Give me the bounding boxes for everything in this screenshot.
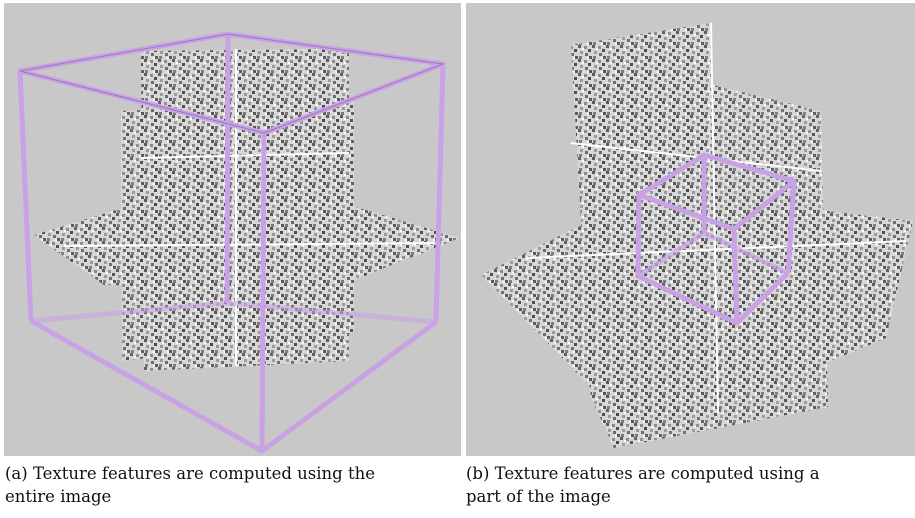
bounding-box-wireframe-icon [17,31,446,454]
caption-a: (a) Texture features are computed using … [5,462,463,508]
vertical-slice-front [121,98,354,361]
figure-panel-a [4,3,461,456]
caption-a-line-2: entire image [5,487,112,506]
caption-b-line-1: (b) Texture features are computed using … [466,464,820,483]
caption-a-line-1: (a) Texture features are computed using … [5,464,376,483]
texture-slices-render-b [481,22,913,448]
caption-b: (b) Texture features are computed using … [466,462,915,508]
figure-panel-b [466,3,915,456]
horizontal-slice [481,198,913,418]
caption-b-line-2: part of the image [466,487,611,506]
texture-slices-render-a [17,31,460,454]
bounding-box-wireframe-icon [635,152,797,326]
